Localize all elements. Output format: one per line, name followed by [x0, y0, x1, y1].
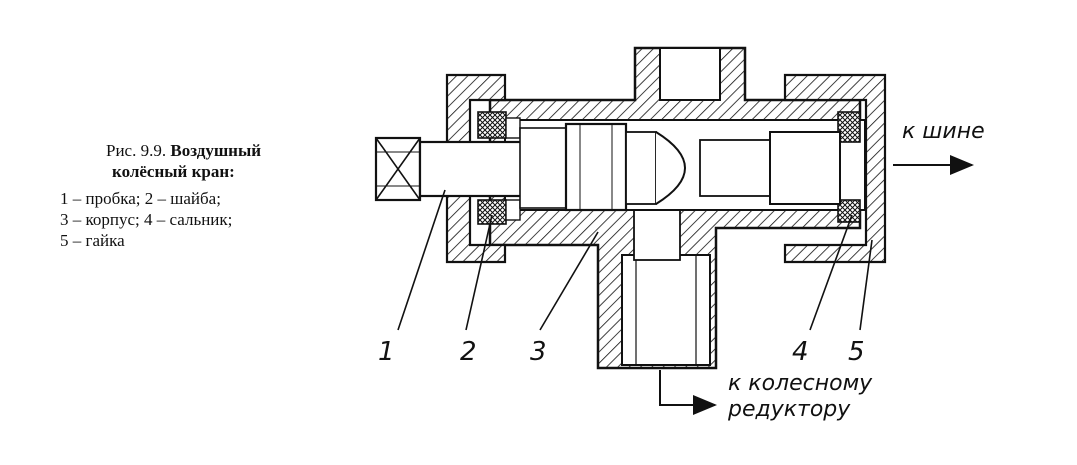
legend-line-2: 3 – корпус; 4 – сальник;: [60, 210, 233, 229]
part-label-2: 2: [460, 337, 477, 367]
to-tire-label: к шине: [902, 119, 985, 144]
figure-title-line2: колёсный кран:: [112, 162, 235, 181]
legend-line-1: 1 – пробка; 2 – шайба;: [60, 189, 221, 208]
figure-number: Рис. 9.9.: [106, 141, 167, 160]
to-reducer-label-line2: редуктору: [727, 397, 851, 422]
part-label-1: 1: [378, 337, 395, 367]
right-seal-top: [837, 111, 861, 143]
left-washer-bottom: [477, 199, 507, 225]
legend-line-3: 5 – гайка: [60, 231, 125, 250]
plug-stem: [374, 122, 841, 212]
leader-lines: [397, 189, 873, 331]
figure-caption: Рис. 9.9. Воздушный колёсный кран: 1 – п…: [60, 140, 320, 251]
part-label-4: 4: [792, 337, 809, 367]
figure-legend: 1 – пробка; 2 – шайба; 3 – корпус; 4 – с…: [60, 188, 320, 251]
arrow-to-reducer: [659, 370, 717, 415]
part-label-5: 5: [848, 337, 865, 367]
left-washer-top: [477, 111, 507, 139]
figure-title-line1: Воздушный: [170, 141, 262, 160]
left-nut: [445, 73, 507, 264]
part-label-3: 3: [530, 337, 547, 367]
right-nut: [783, 73, 887, 264]
to-reducer-label-line1: к колесному: [728, 371, 873, 396]
right-seal-bottom: [837, 199, 861, 223]
